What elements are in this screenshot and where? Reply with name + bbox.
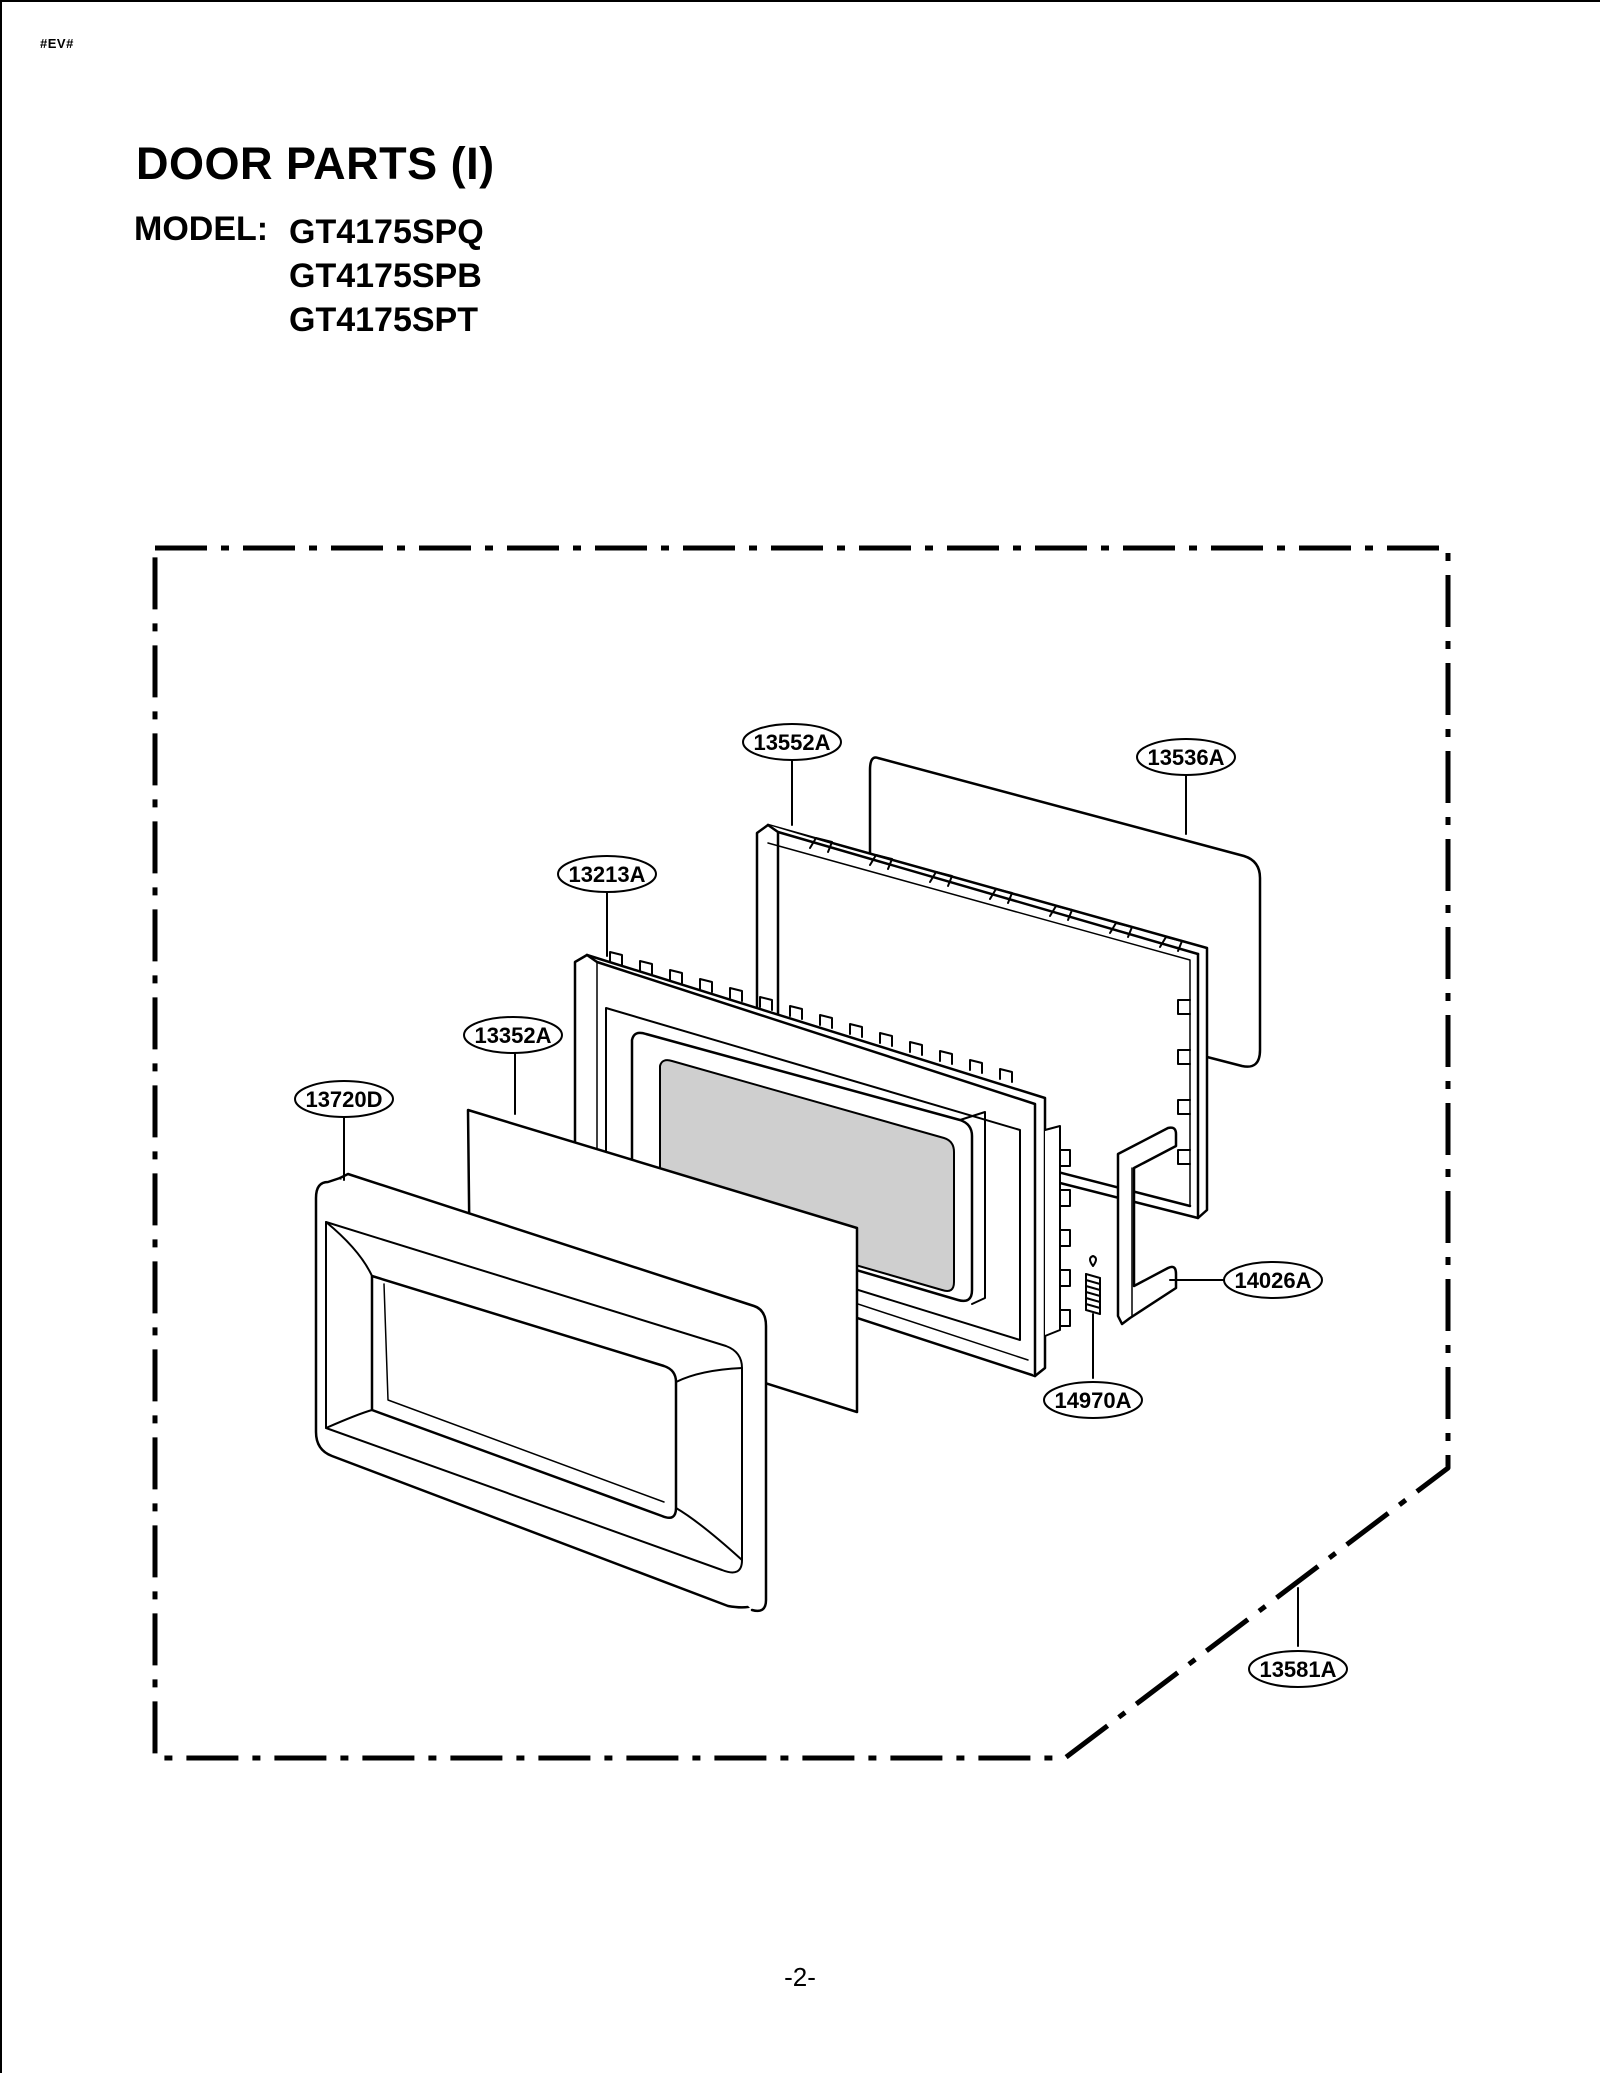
callout-13581A-label: 13581A bbox=[1259, 1657, 1336, 1682]
callout-13552A: 13552A bbox=[742, 723, 842, 761]
corner-tag: #EV# bbox=[40, 36, 74, 51]
callout-13536A-label: 13536A bbox=[1147, 745, 1224, 770]
callout-14970A-label: 14970A bbox=[1054, 1388, 1131, 1413]
callout-13552A-label: 13552A bbox=[753, 730, 830, 755]
callout-13720D: 13720D bbox=[294, 1080, 394, 1118]
callout-13352A: 13352A bbox=[463, 1016, 563, 1054]
leader-lines bbox=[343, 759, 1299, 1647]
callout-13213A-label: 13213A bbox=[568, 862, 645, 887]
model-label: MODEL: bbox=[134, 210, 269, 248]
callout-14970A: 14970A bbox=[1043, 1381, 1143, 1419]
callout-14026A-label: 14026A bbox=[1234, 1268, 1311, 1293]
part-13720D-door-front bbox=[314, 1172, 768, 1613]
part-14026A-latch bbox=[1116, 1126, 1178, 1326]
page-number: -2- bbox=[784, 1962, 816, 1992]
callout-13352A-label: 13352A bbox=[474, 1023, 551, 1048]
assembly-boundary bbox=[152, 545, 1451, 1761]
model-list: GT4175SPQ GT4175SPB GT4175SPT bbox=[289, 210, 484, 342]
model-item: GT4175SPQ bbox=[289, 213, 484, 251]
part-13213A-door-frame bbox=[573, 951, 1071, 1378]
callout-13581A: 13581A bbox=[1248, 1650, 1348, 1688]
part-14970A-spring bbox=[1085, 1255, 1101, 1315]
callout-14026A: 14026A bbox=[1223, 1261, 1323, 1299]
callout-13720D-label: 13720D bbox=[305, 1087, 382, 1112]
page-title: DOOR PARTS (I) bbox=[136, 138, 495, 189]
model-item: GT4175SPT bbox=[289, 301, 478, 339]
callout-13213A: 13213A bbox=[557, 855, 657, 893]
callout-13536A: 13536A bbox=[1136, 738, 1236, 776]
model-item: GT4175SPB bbox=[289, 257, 482, 295]
